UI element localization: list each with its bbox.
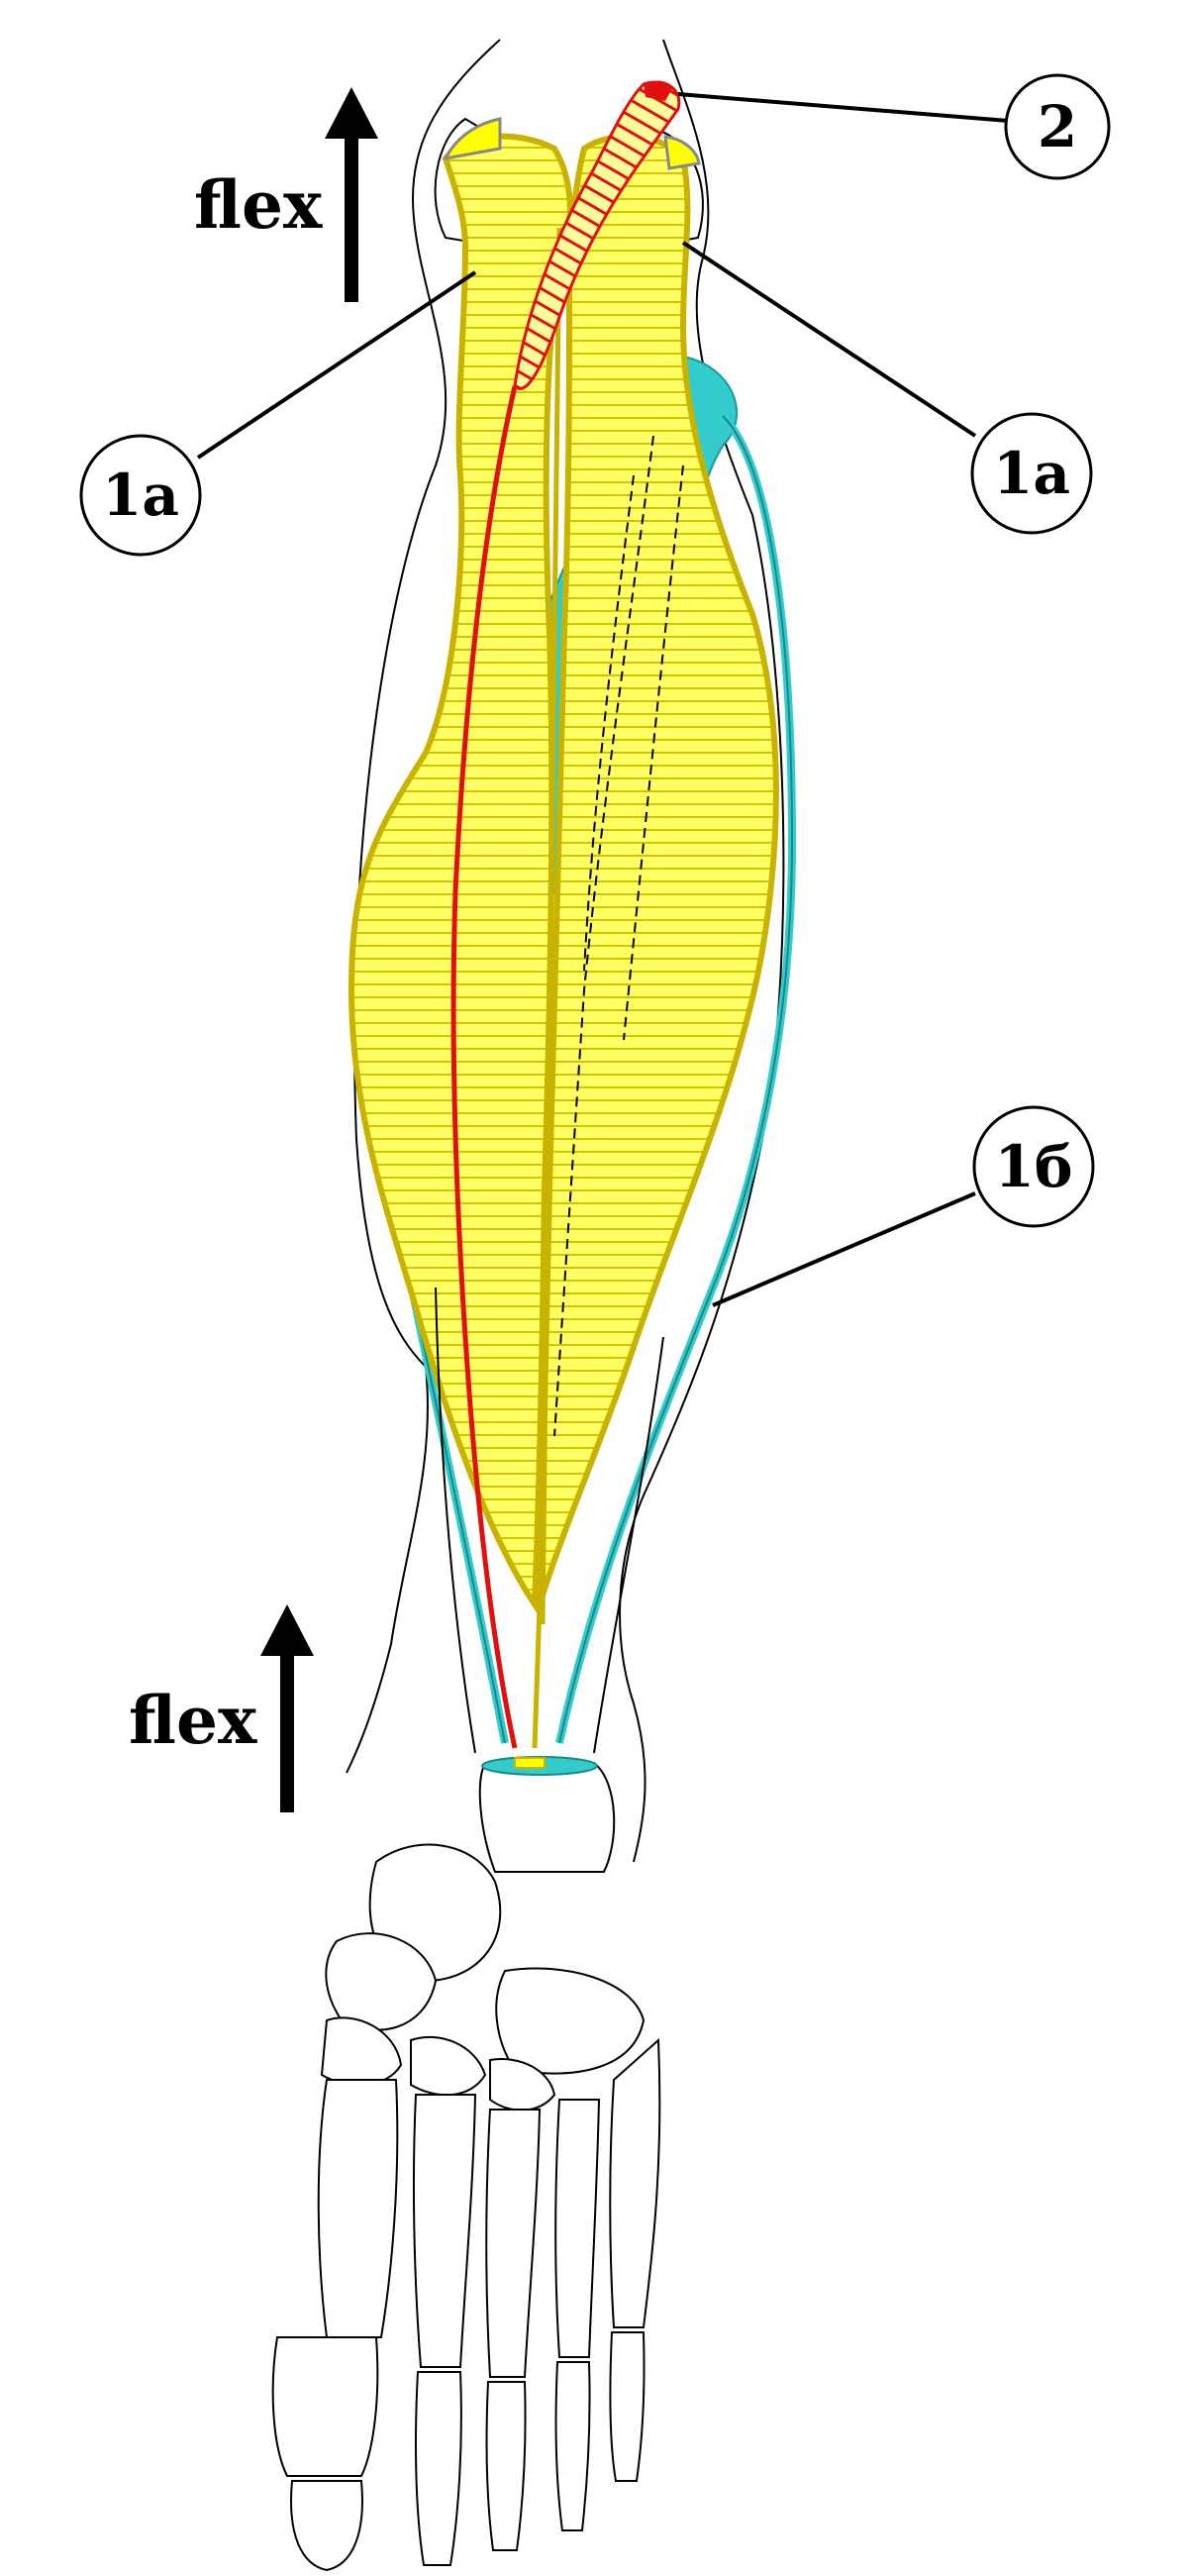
callout-1b: 1б — [712, 1105, 1095, 1307]
metatarsal-3 — [485, 2109, 542, 2378]
fibre-1 — [553, 435, 654, 1437]
cuneiform-2 — [410, 2035, 487, 2097]
metatarsal-5 — [609, 2037, 661, 2328]
cuneiform-3 — [489, 2058, 556, 2112]
fibula-line — [593, 1336, 664, 1754]
phalanx-4 — [554, 2361, 591, 2531]
achilles-insertion — [514, 1757, 546, 1769]
callout-1a-left-leader — [196, 270, 477, 460]
phalanx-3 — [485, 2381, 527, 2551]
foot-skeleton — [271, 1756, 661, 2572]
metatarsal-1 — [317, 2079, 399, 2338]
callout-2: 2 — [677, 73, 1111, 180]
flex-arrow-top: flex — [194, 87, 378, 302]
gastrocnemius-medial-head — [348, 133, 573, 1614]
fibre-3 — [623, 464, 684, 1041]
navicular — [325, 1932, 438, 2031]
flex-arrow-bottom-head — [260, 1604, 314, 1656]
calcaneus — [478, 1762, 616, 1873]
flex-label-top: flex — [194, 166, 323, 244]
gastrocnemius-muscle — [348, 117, 779, 1749]
gastrocnemius-lateral-head — [537, 133, 779, 1605]
flex-label-bottom: flex — [129, 1682, 257, 1759]
plantaris-tendon — [450, 385, 518, 1749]
phalanx-5 — [609, 2331, 646, 2482]
gastrocnemius-medial-tendon-tip — [443, 117, 502, 161]
gastrocnemius-achilles — [532, 1603, 543, 1749]
plantaris-muscle — [450, 80, 681, 1749]
callout-1a-right-leader — [681, 241, 977, 438]
callout-1b-leader — [712, 1191, 976, 1307]
callout-1a-left-circle — [79, 434, 202, 557]
callout-1a-right-circle — [970, 412, 1093, 535]
lower-leg-bones — [435, 1287, 664, 1754]
callout-1a-right: 1a — [681, 241, 1093, 535]
cuboid — [495, 1967, 646, 2075]
plantaris-head — [644, 80, 673, 101]
callout-1a-left: 1a — [79, 270, 477, 557]
plantaris-belly — [513, 80, 681, 390]
callout-1a-left-label: 1a — [102, 462, 179, 529]
callout-2-label: 2 — [1038, 93, 1077, 160]
callout-1b-label: 1б — [994, 1133, 1072, 1200]
metatarsal-4 — [554, 2099, 601, 2358]
tibia-line — [435, 1287, 476, 1754]
phalanx-1-proximal — [271, 2336, 379, 2477]
callout-1b-circle — [972, 1105, 1095, 1228]
gastrocnemius-median-line — [540, 227, 562, 1625]
phalanx-2 — [415, 2371, 462, 2566]
soleus-fibres — [553, 435, 684, 1437]
gastrocnemius-lateral-tendon-tip — [663, 135, 701, 170]
callout-2-leader — [677, 92, 1009, 123]
flex-arrow-top-head — [325, 87, 378, 139]
callout-2-circle — [1004, 73, 1111, 180]
flex-arrow-bottom: flex — [129, 1604, 314, 1812]
metatarsal-2 — [412, 2094, 477, 2368]
fibre-2 — [583, 474, 635, 972]
phalanx-1-distal — [290, 2480, 363, 2572]
callout-1a-right-label: 1a — [993, 440, 1070, 507]
soleus-tendon-right-edge — [558, 415, 794, 1744]
